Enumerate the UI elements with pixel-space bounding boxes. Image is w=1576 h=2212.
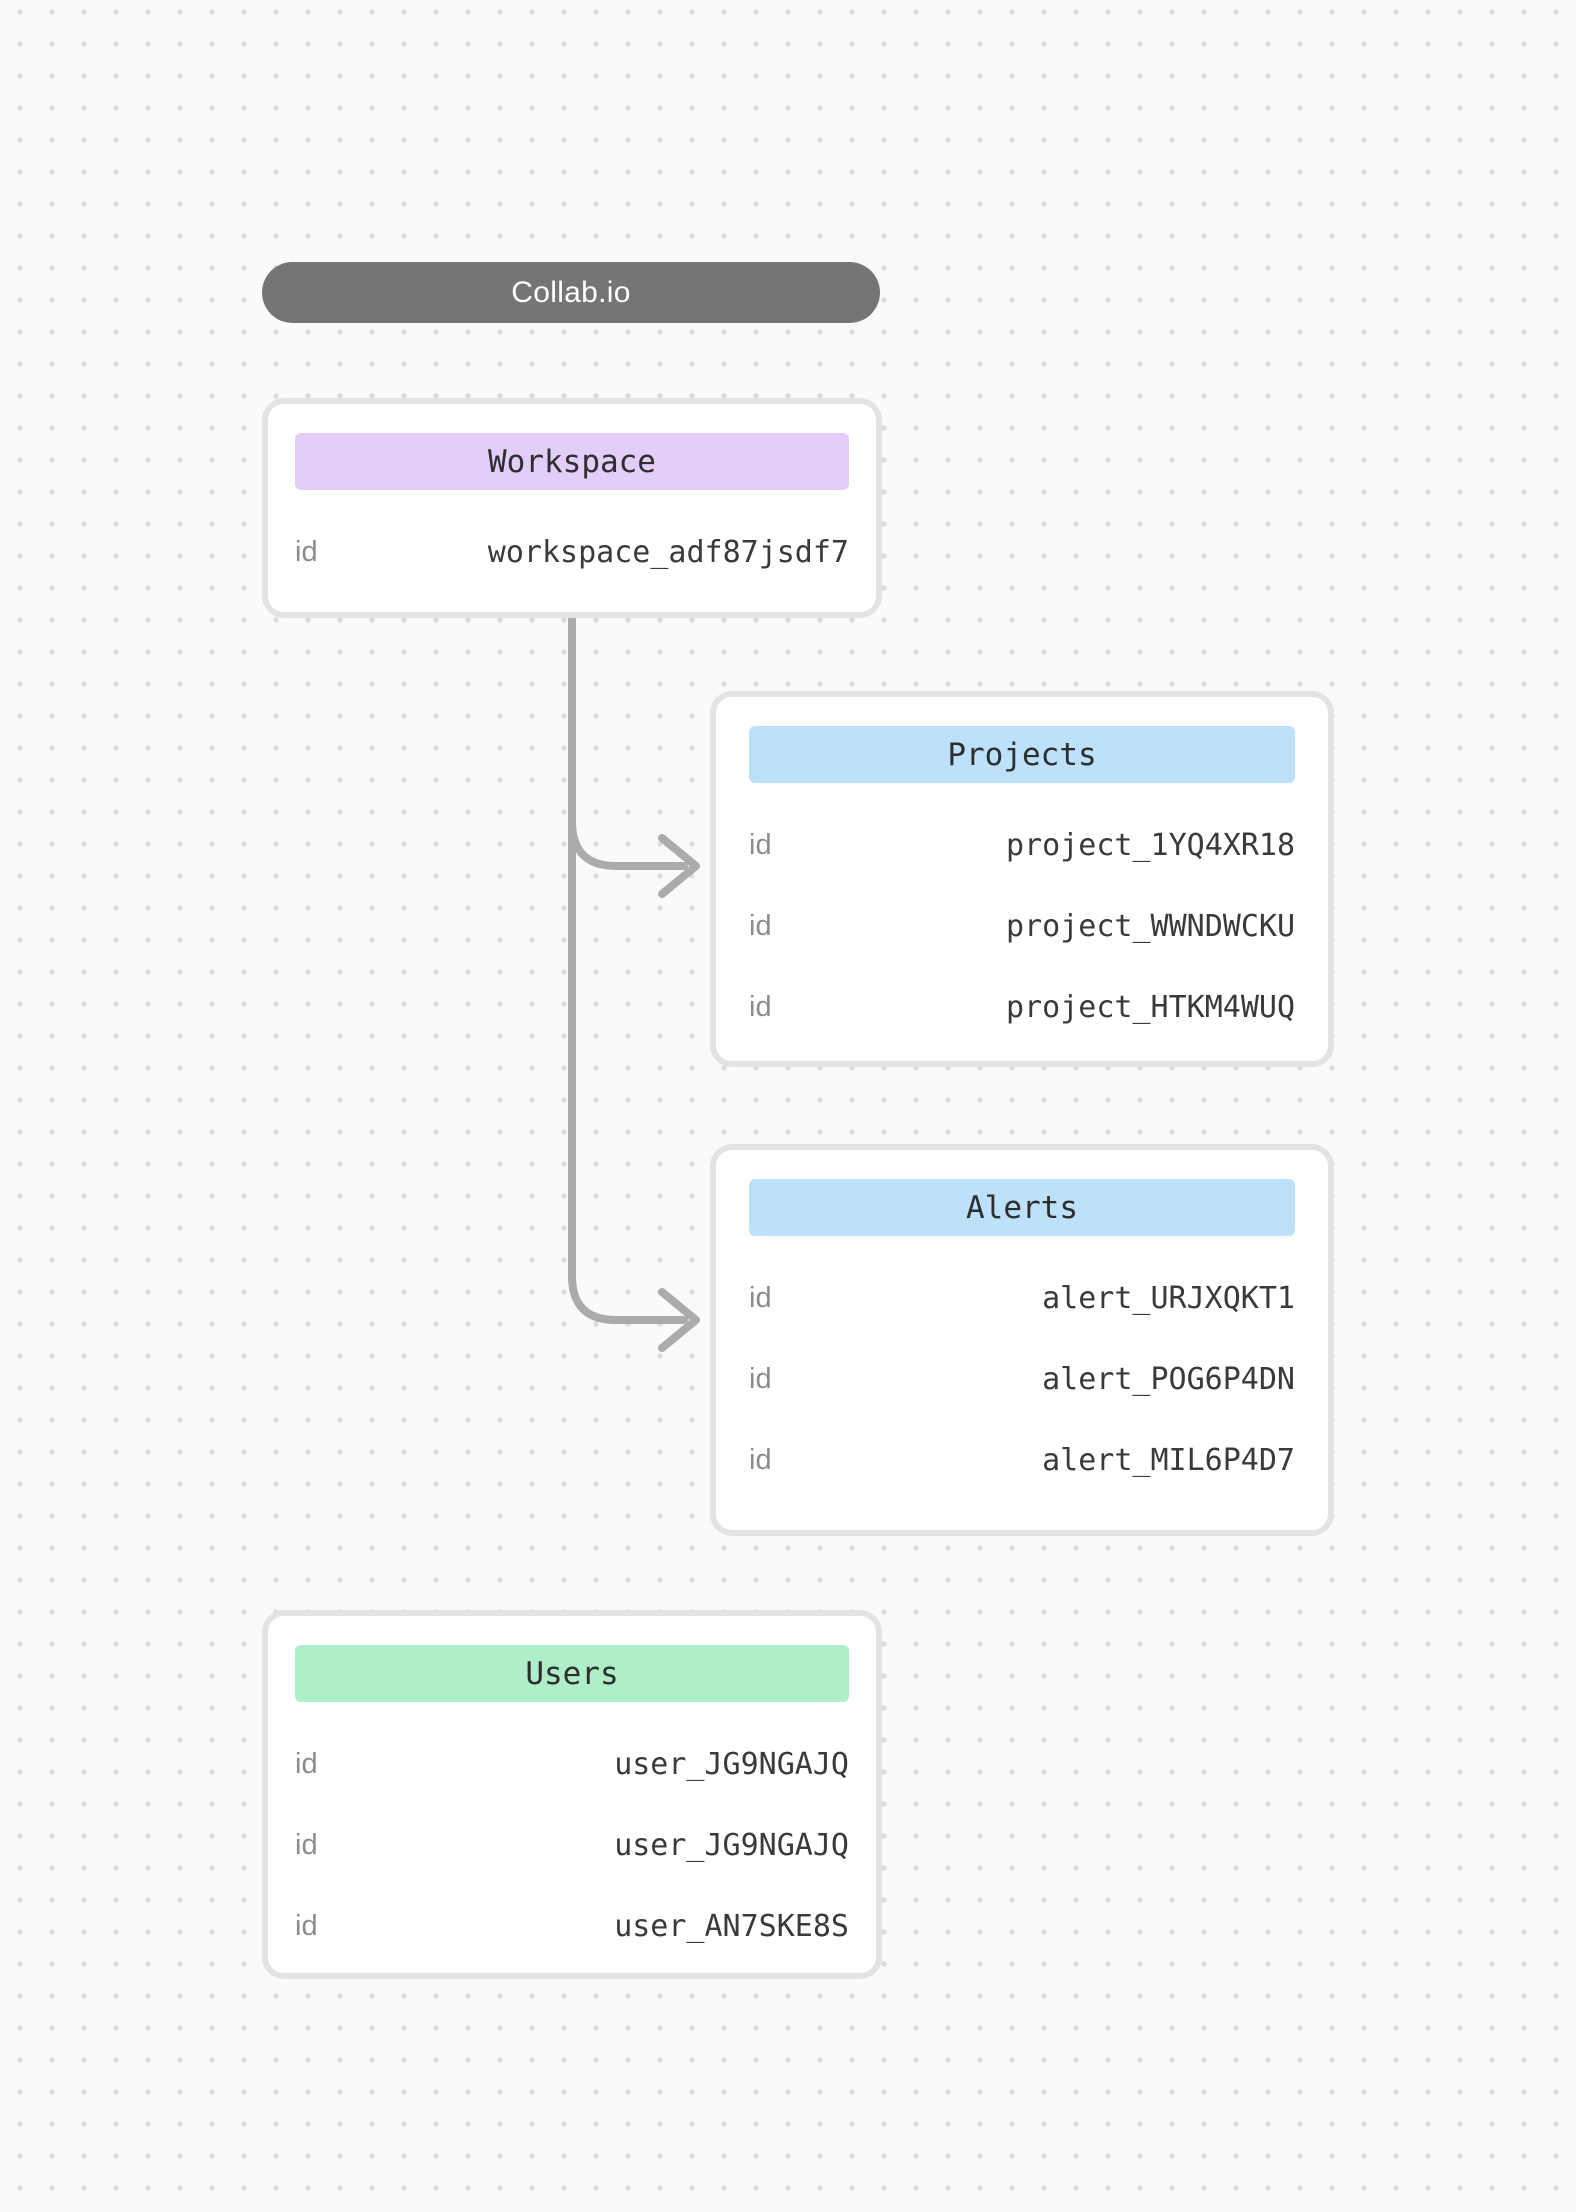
entity-title: Users [525, 1655, 619, 1692]
entity-rows: id project_1YQ4XR18 id project_WWNDWCKU … [749, 783, 1295, 1048]
field-name: id [749, 1444, 772, 1476]
diagram-title: Collab.io [511, 275, 631, 309]
entity-title: Workspace [488, 443, 656, 480]
entity-card-alerts[interactable]: Alerts id alert_URJXQKT1 id alert_POG6P4… [710, 1144, 1334, 1536]
field-name: id [295, 1829, 318, 1861]
entity-header-workspace: Workspace [295, 433, 849, 490]
table-row: id user_AN7SKE8S [295, 1886, 849, 1967]
entity-card-workspace[interactable]: Workspace id workspace_adf87jsdf7 [262, 398, 882, 618]
edge-workspace-to-projects [568, 817, 688, 870]
field-name: id [749, 910, 772, 942]
entity-title: Projects [947, 736, 1097, 773]
table-row: id workspace_adf87jsdf7 [295, 512, 849, 593]
arrowhead-alerts [658, 1288, 700, 1352]
field-name: id [749, 991, 772, 1023]
field-value: project_1YQ4XR18 [1006, 828, 1295, 863]
table-row: id project_HTKM4WUQ [749, 967, 1295, 1048]
entity-header-projects: Projects [749, 726, 1295, 783]
diagram-title-pill[interactable]: Collab.io [262, 262, 880, 323]
field-name: id [749, 1363, 772, 1395]
field-name: id [295, 1910, 318, 1942]
entity-rows: id workspace_adf87jsdf7 [295, 490, 849, 593]
entity-card-users[interactable]: Users id user_JG9NGAJQ id user_JG9NGAJQ … [262, 1610, 882, 1979]
field-value: project_HTKM4WUQ [1006, 990, 1295, 1025]
field-value: alert_POG6P4DN [1042, 1362, 1295, 1397]
table-row: id user_JG9NGAJQ [295, 1724, 849, 1805]
entity-title: Alerts [966, 1189, 1078, 1226]
arrowhead-projects [658, 834, 700, 898]
field-value: alert_MIL6P4D7 [1042, 1443, 1295, 1478]
field-value: alert_URJXQKT1 [1042, 1281, 1295, 1316]
field-name: id [749, 1282, 772, 1314]
field-name: id [295, 1748, 318, 1780]
field-value: workspace_adf87jsdf7 [487, 535, 849, 570]
table-row: id alert_POG6P4DN [749, 1339, 1295, 1420]
table-row: id user_JG9NGAJQ [295, 1805, 849, 1886]
entity-rows: id user_JG9NGAJQ id user_JG9NGAJQ id use… [295, 1702, 849, 1967]
table-row: id project_WWNDWCKU [749, 886, 1295, 967]
entity-rows: id alert_URJXQKT1 id alert_POG6P4DN id a… [749, 1236, 1295, 1501]
table-row: id project_1YQ4XR18 [749, 805, 1295, 886]
field-name: id [295, 536, 318, 568]
field-name: id [749, 829, 772, 861]
edge-workspace-to-alerts [568, 608, 688, 1324]
field-value: user_JG9NGAJQ [614, 1828, 849, 1863]
table-row: id alert_MIL6P4D7 [749, 1420, 1295, 1501]
field-value: project_WWNDWCKU [1006, 909, 1295, 944]
entity-header-users: Users [295, 1645, 849, 1702]
field-value: user_AN7SKE8S [614, 1909, 849, 1944]
table-row: id alert_URJXQKT1 [749, 1258, 1295, 1339]
entity-card-projects[interactable]: Projects id project_1YQ4XR18 id project_… [710, 691, 1334, 1067]
field-value: user_JG9NGAJQ [614, 1747, 849, 1782]
entity-header-alerts: Alerts [749, 1179, 1295, 1236]
